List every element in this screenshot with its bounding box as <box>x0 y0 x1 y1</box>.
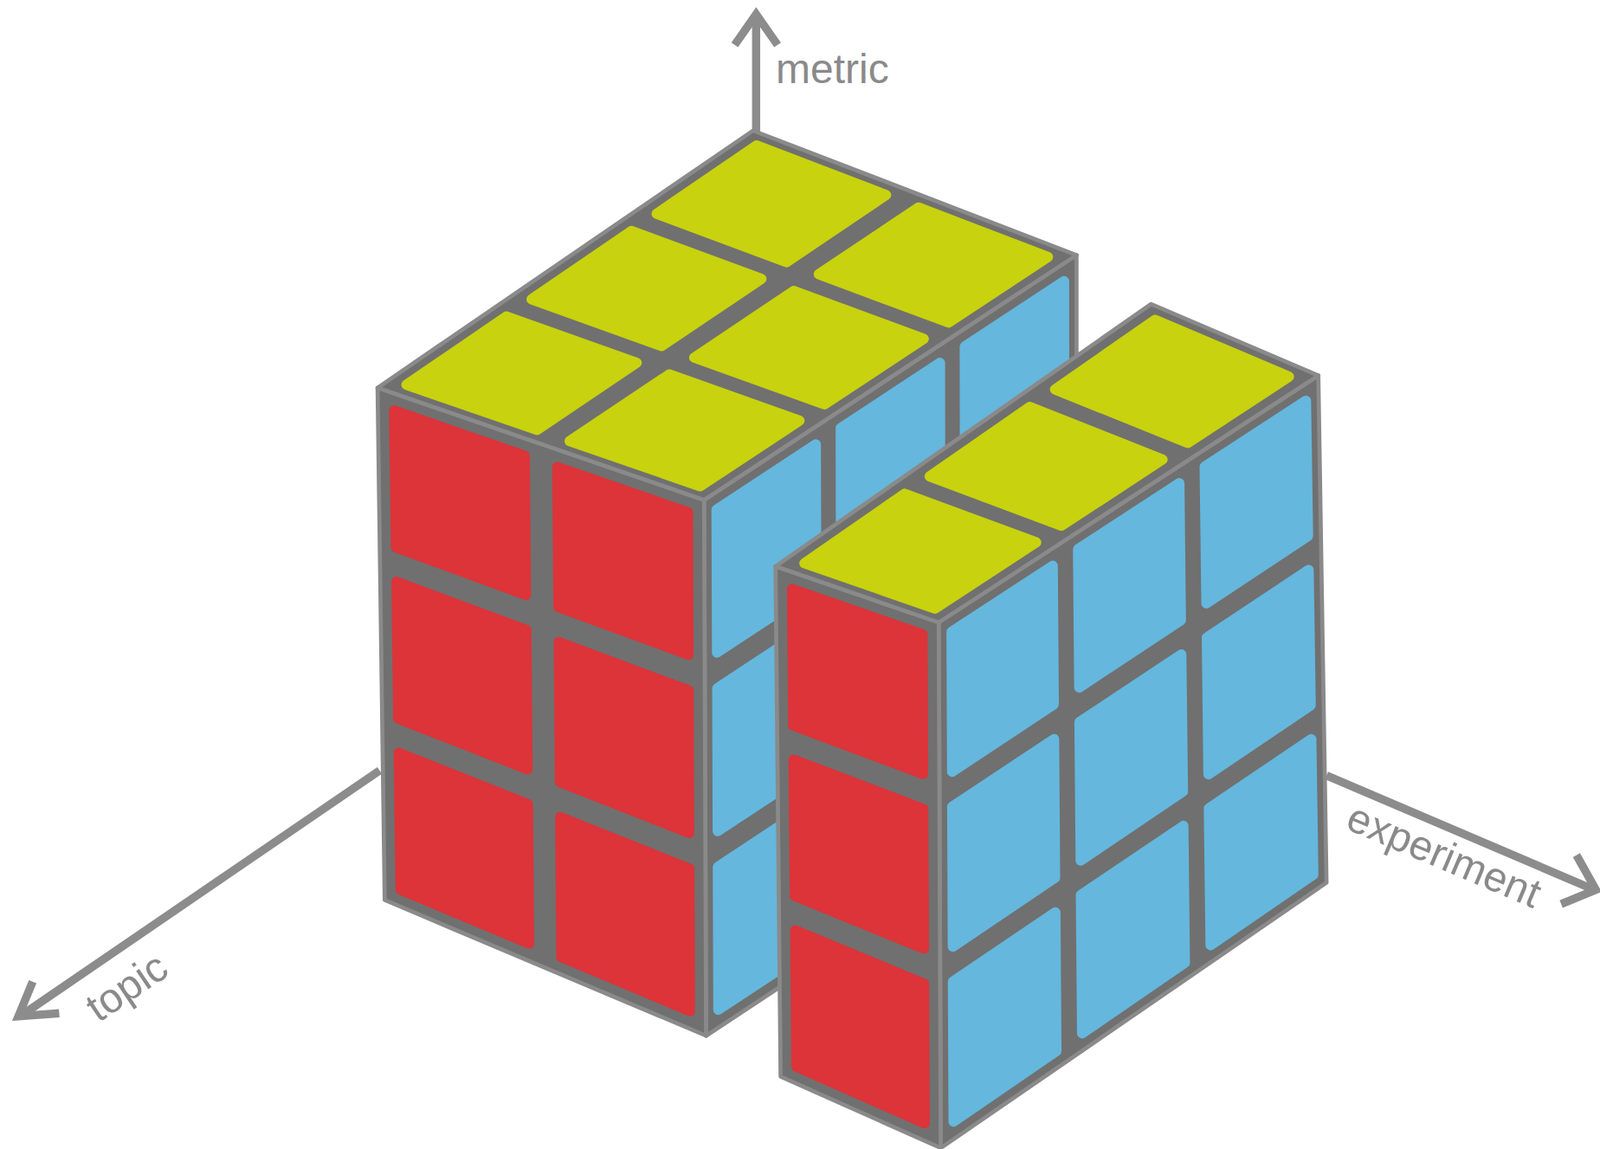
cube-sticker <box>406 316 637 430</box>
axes <box>18 13 1596 1016</box>
metric-axis <box>752 16 761 136</box>
cube-sticker <box>929 406 1163 526</box>
small-front-face <box>775 566 942 1149</box>
cube-blocks <box>377 130 1327 1149</box>
cube-sticker <box>1206 569 1311 775</box>
cube-sticker <box>953 912 1058 1123</box>
cube-sticker <box>819 207 1049 323</box>
cube-sticker <box>531 231 762 347</box>
cube-sticker <box>557 466 690 655</box>
cube-sticker <box>694 290 924 405</box>
cube-sticker <box>1079 654 1184 861</box>
cube-sticker <box>794 929 925 1123</box>
topic-axis <box>24 770 380 1013</box>
cube-sticker <box>558 642 690 833</box>
experiment-arrowhead <box>1561 855 1596 905</box>
metric-arrowhead <box>735 13 778 45</box>
cube-sticker <box>398 752 530 943</box>
cube-sticker <box>1208 739 1314 946</box>
cube-sticker <box>1080 825 1185 1034</box>
small-top-face <box>775 303 1319 623</box>
cube-sticker <box>560 817 691 1012</box>
axis-label: metric <box>775 46 890 93</box>
cube-sticker <box>1055 319 1290 443</box>
cube-sticker <box>804 493 1037 609</box>
face-frame <box>775 303 1319 623</box>
cube-sticker <box>952 739 1056 948</box>
cube-sticker <box>393 410 526 595</box>
cube-sticker <box>396 581 528 770</box>
axis-label: experiment <box>1340 793 1548 917</box>
cube-sticker <box>792 588 923 775</box>
cube-sticker <box>793 759 925 949</box>
cube-sticker <box>569 374 800 486</box>
cube-sticker <box>656 145 886 263</box>
axis-label: topic <box>77 943 177 1031</box>
face-frame <box>775 566 942 1149</box>
topic-arrowhead <box>18 981 59 1017</box>
